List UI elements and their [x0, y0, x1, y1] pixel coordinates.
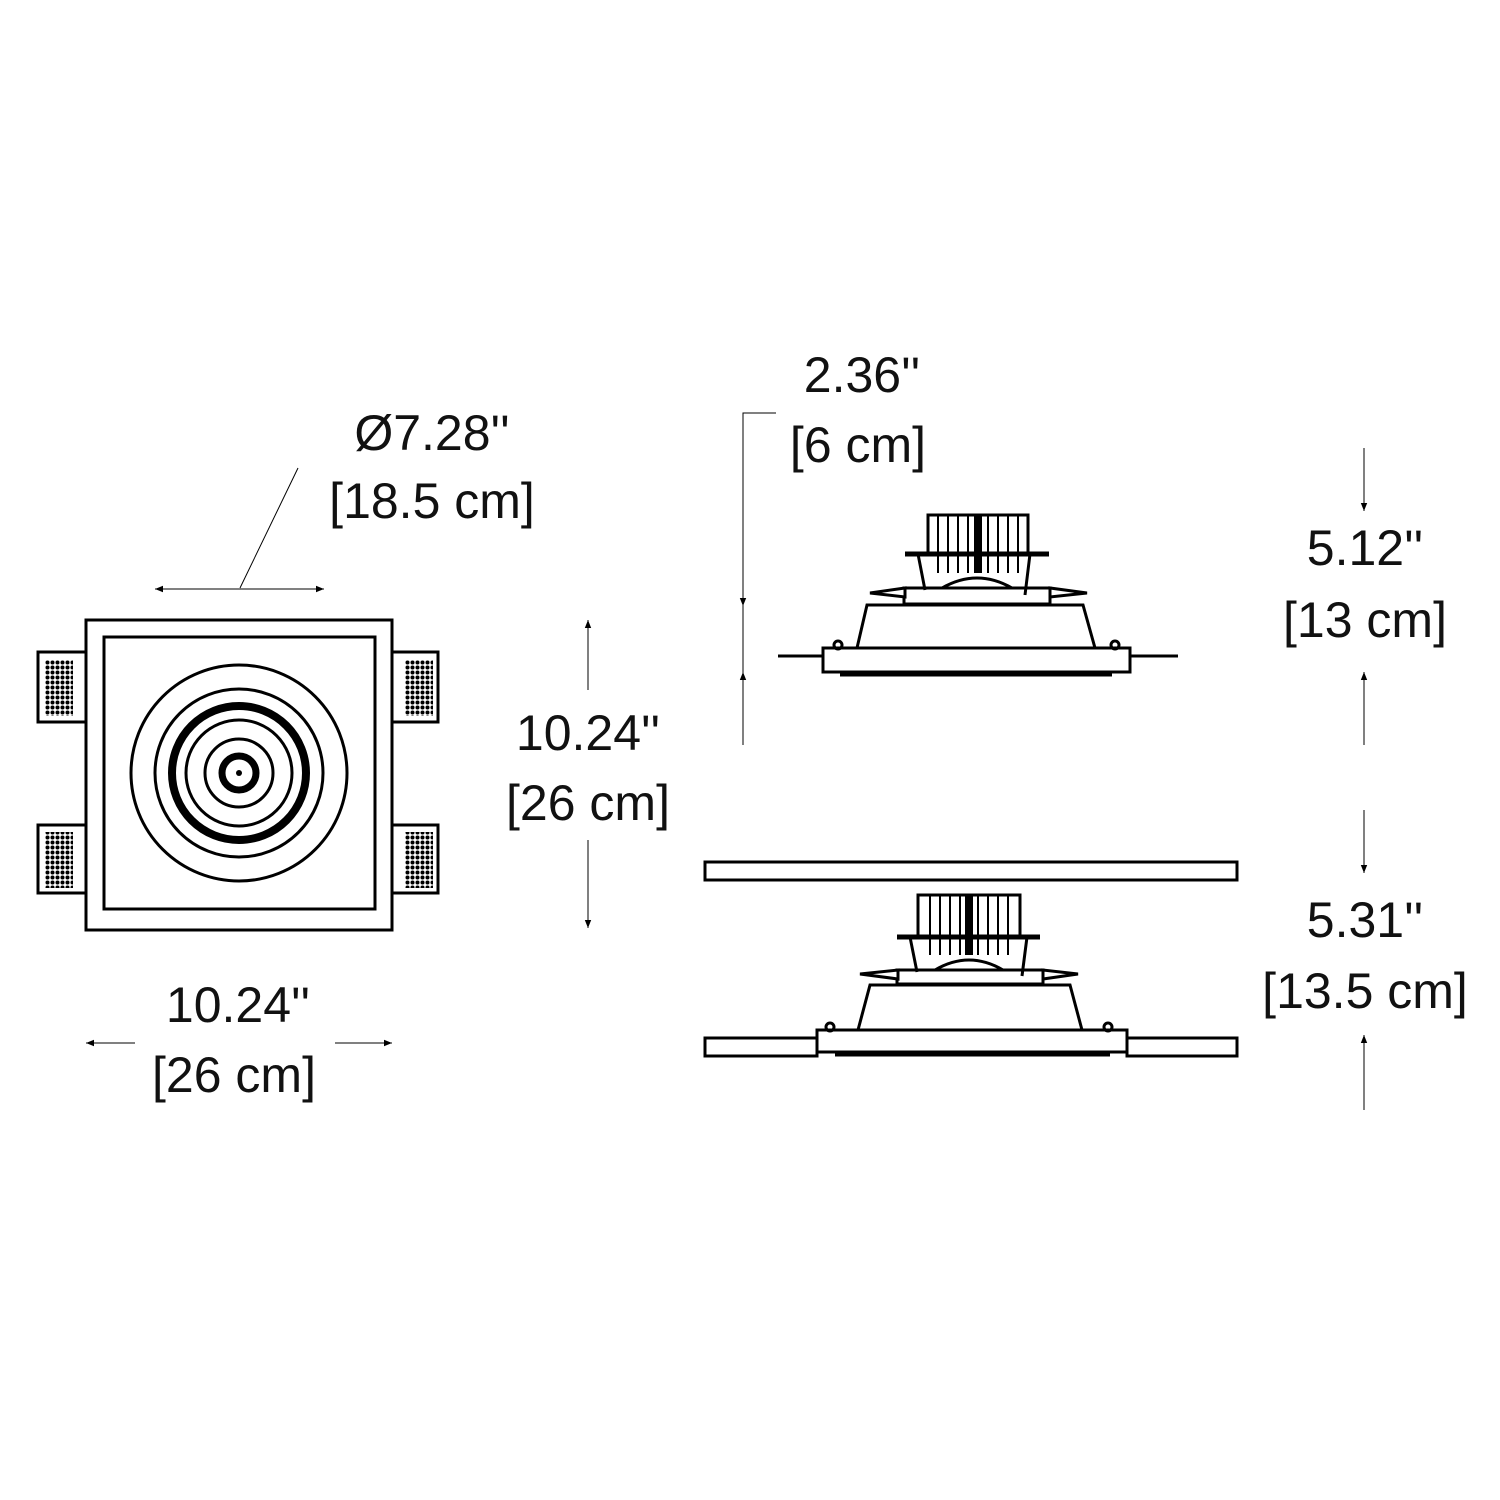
heat-sink [926, 513, 1030, 573]
ceiling-panel [703, 860, 1239, 882]
mounting-tab [36, 650, 440, 895]
diameter-leader [239, 467, 299, 589]
width-cm: [26 cm] [152, 1047, 316, 1103]
diameter-cm: [18.5 cm] [329, 473, 535, 529]
fixture-height-inches: 5.12'' [1307, 520, 1423, 576]
top-view: Ø7.28'' [18.5 cm] 10.24'' [26 cm] 10.24'… [36, 405, 670, 1103]
lens-rings [129, 663, 349, 883]
fixture-height-cm: [13 cm] [1283, 592, 1447, 648]
outer-frame [84, 618, 394, 932]
trim-cm: [6 cm] [790, 417, 926, 473]
side-view-installed: 5.31'' [13.5 cm] [703, 810, 1468, 1110]
trim-leader [742, 412, 776, 745]
inner-frame [102, 635, 377, 911]
heat-sink [916, 893, 1022, 955]
height-cm: [26 cm] [506, 775, 670, 831]
installed-height-inches: 5.31'' [1307, 892, 1423, 948]
trim-inches: 2.36'' [804, 347, 920, 403]
installed-height-cm: [13.5 cm] [1262, 963, 1468, 1019]
diameter-inches: Ø7.28'' [354, 405, 509, 461]
side-view-fixture: 2.36'' [6 cm] 5.12'' [13 cm] [739, 347, 1447, 745]
width-inches: 10.24'' [166, 977, 310, 1033]
height-inches: 10.24'' [516, 705, 660, 761]
